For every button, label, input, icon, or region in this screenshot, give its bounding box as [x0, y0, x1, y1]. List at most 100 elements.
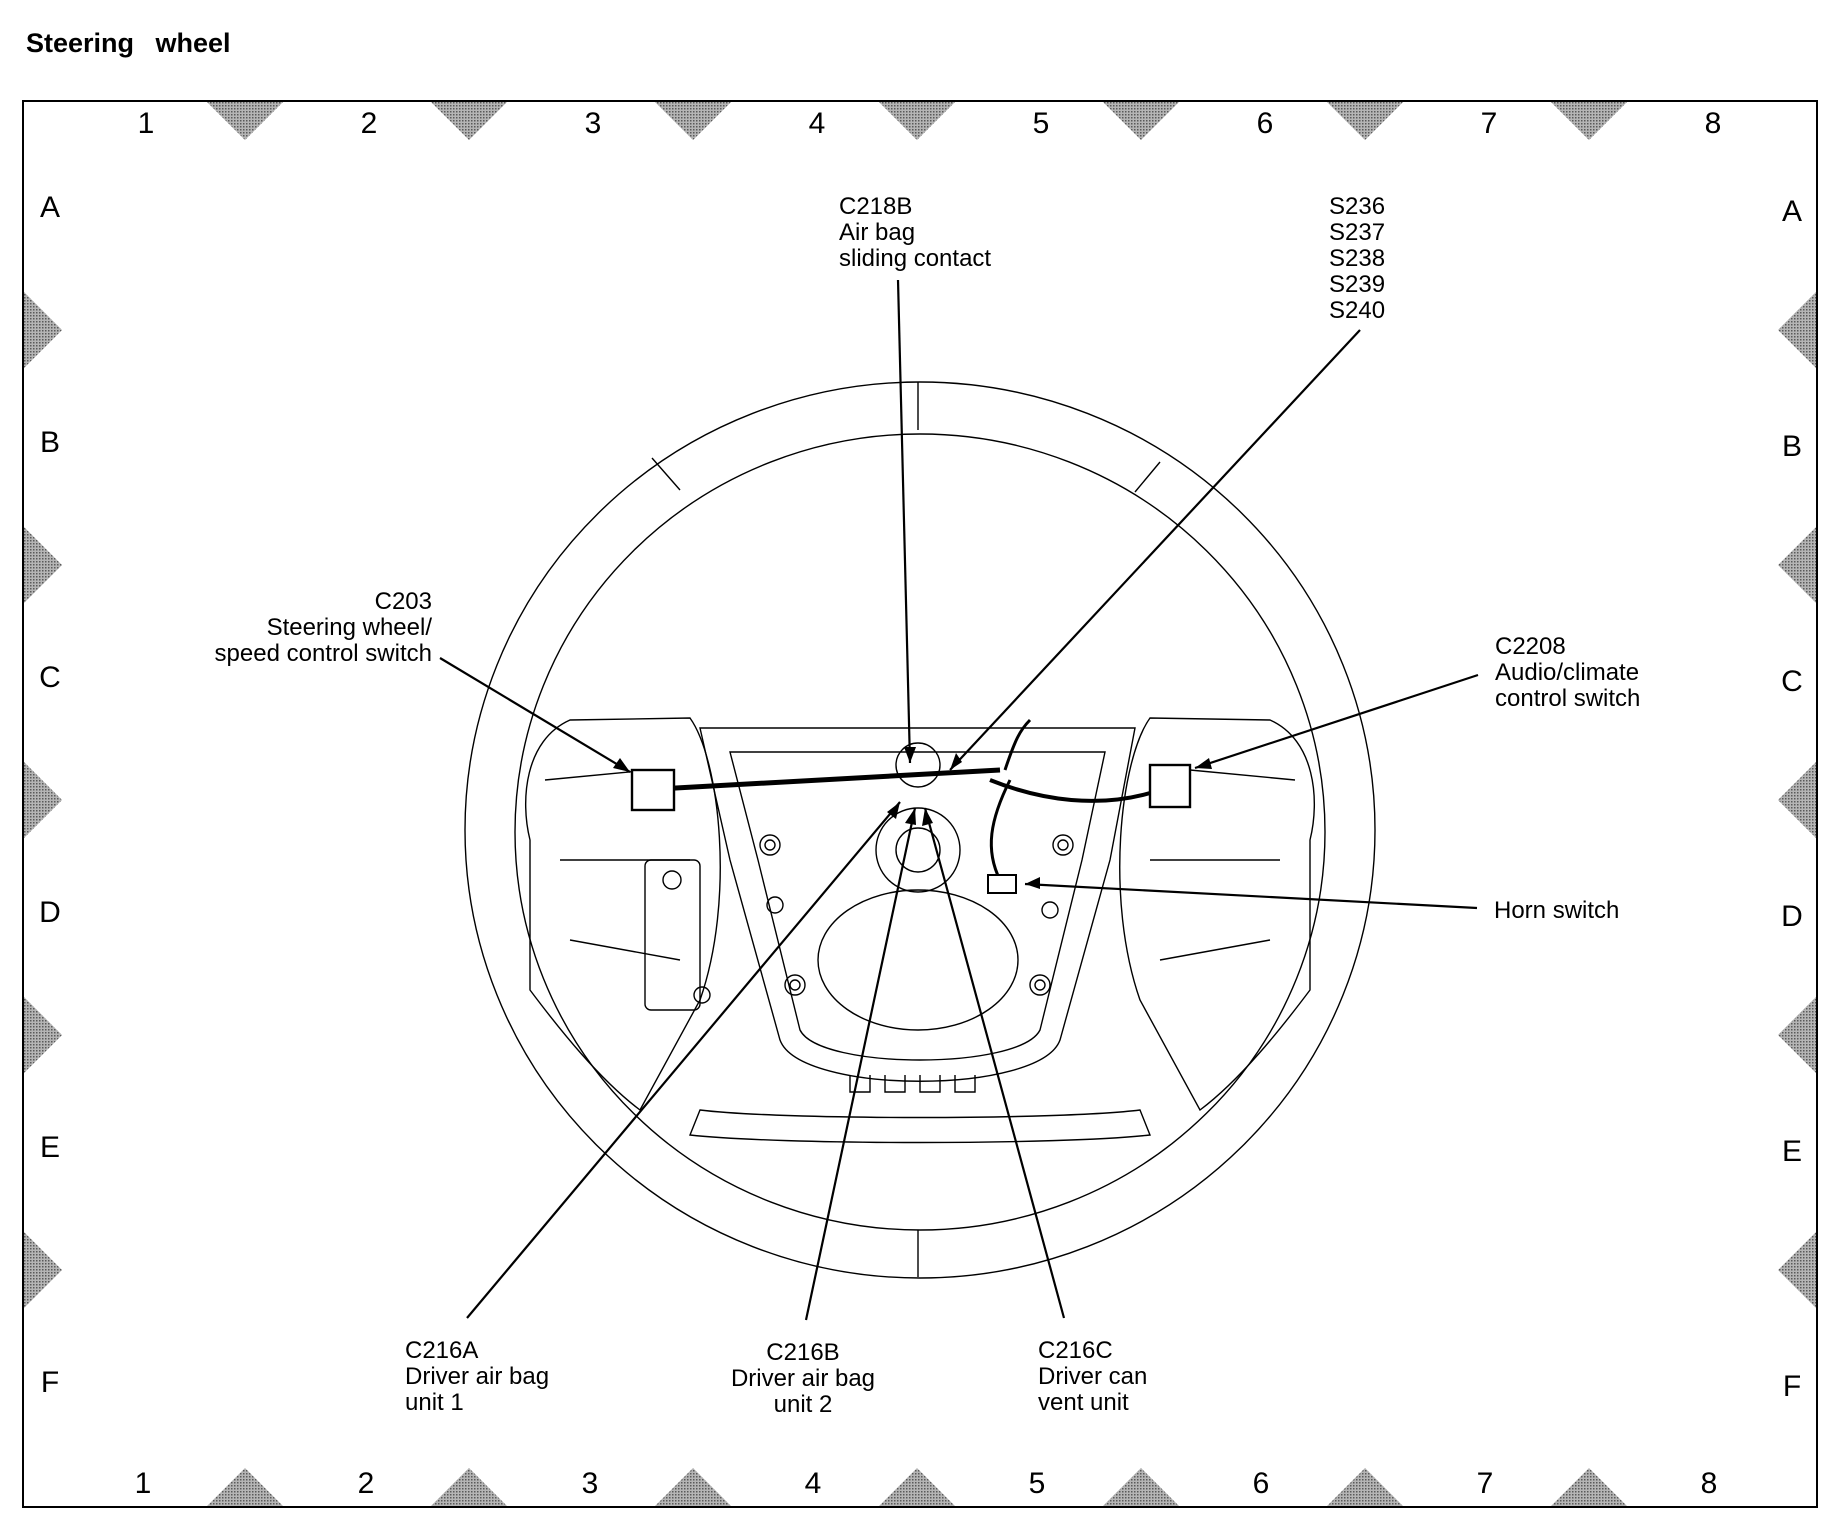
splice-id: S236 — [1329, 193, 1385, 220]
sliding-contact — [895, 742, 941, 788]
col-label: 4 — [809, 107, 826, 140]
callout-line: vent unit — [1038, 1389, 1129, 1416]
grid-marker-bottom — [431, 1468, 507, 1506]
col-label: 2 — [358, 1467, 375, 1500]
callout-labels: C218B Air bag sliding contact S236 S237 … — [215, 193, 1641, 1418]
callout-line: speed control switch — [215, 640, 432, 667]
row-label: F — [41, 1366, 59, 1399]
grid-marker-bottom — [1327, 1468, 1403, 1506]
page-title: Steering wheel — [26, 28, 231, 58]
col-label: 1 — [138, 107, 155, 140]
grid-marker-top — [879, 102, 955, 140]
splice-id: S239 — [1329, 271, 1385, 298]
leader-c216c — [923, 807, 1066, 1319]
grid-marker-left — [24, 997, 62, 1073]
callout-line: control switch — [1495, 685, 1640, 712]
grid-marker-bottom — [1551, 1468, 1627, 1506]
callout-id: Horn switch — [1494, 897, 1619, 924]
grid-marker-left — [24, 292, 62, 368]
center-hub-inner — [729, 751, 1106, 1061]
callout-id: C203 — [375, 588, 432, 615]
grid-marker-right — [1778, 762, 1816, 838]
connector-c2208 — [1148, 763, 1192, 809]
center-boss-inner — [895, 827, 941, 873]
center-hub-outline — [699, 727, 1136, 1082]
lower-spoke — [689, 1109, 1151, 1144]
col-label: 4 — [805, 1467, 822, 1500]
callout-c2208: C2208 Audio/climate control switch — [1495, 633, 1640, 712]
col-label: 3 — [582, 1467, 599, 1500]
grid-marker-left — [24, 527, 62, 603]
leader-c216a — [466, 801, 901, 1319]
callout-c203: C203 Steering wheel/ speed control switc… — [215, 588, 433, 667]
grid-marker-top — [655, 102, 731, 140]
col-label: 2 — [361, 107, 378, 140]
row-label: C — [1781, 665, 1803, 698]
callout-line: Steering wheel/ — [267, 614, 433, 641]
col-label: 8 — [1701, 1467, 1718, 1500]
callout-c218b: C218B Air bag sliding contact — [839, 193, 991, 272]
callout-id: C2208 — [1495, 633, 1566, 660]
steering-wheel-drawing — [464, 381, 1376, 1279]
center-boss-outer — [875, 807, 961, 893]
row-label: E — [40, 1131, 60, 1164]
col-label: 8 — [1705, 107, 1722, 140]
callout-line: Air bag — [839, 219, 915, 246]
row-label: A — [1782, 195, 1802, 228]
splice-id: S240 — [1329, 297, 1385, 324]
connector-horn — [987, 874, 1017, 894]
row-labels-left: A B C D E F — [39, 191, 61, 1399]
arrowheads — [613, 747, 1212, 889]
row-label: C — [39, 661, 61, 694]
column-labels-bottom: 1 2 3 4 5 6 7 8 — [135, 1467, 1718, 1500]
row-label: B — [1782, 430, 1802, 463]
grid-marker-top — [1103, 102, 1179, 140]
grid-marker-right — [1778, 1232, 1816, 1308]
callout-line: Driver can — [1038, 1363, 1147, 1390]
callout-splices: S236 S237 S238 S239 S240 — [1329, 193, 1385, 324]
callout-c216a: C216A Driver air bag unit 1 — [405, 1337, 549, 1416]
grid-marker-bottom — [207, 1468, 283, 1506]
callout-line: unit 1 — [405, 1389, 464, 1416]
callout-line: sliding contact — [839, 245, 991, 272]
rim-seam — [651, 382, 1161, 1277]
row-label: A — [40, 191, 60, 224]
hub-bottom-tabs — [849, 1075, 976, 1093]
grid-marker-bottom — [655, 1468, 731, 1506]
wire-harness-right — [989, 778, 1161, 803]
col-label: 7 — [1477, 1467, 1494, 1500]
callout-id: C218B — [839, 193, 912, 220]
grid-marker-top — [1551, 102, 1627, 140]
col-label: 7 — [1481, 107, 1498, 140]
leader-c203 — [439, 657, 631, 773]
grid-marker-right — [1778, 527, 1816, 603]
grid-marker-top — [431, 102, 507, 140]
col-label: 6 — [1257, 107, 1274, 140]
col-label: 1 — [135, 1467, 152, 1500]
column-labels-top: 1 2 3 4 5 6 7 8 — [138, 107, 1722, 140]
wire-horn — [989, 779, 1012, 881]
grid-marker-bottom — [879, 1468, 955, 1506]
leader-c218b — [896, 279, 912, 764]
callout-c216c: C216C Driver can vent unit — [1038, 1337, 1147, 1416]
leader-c2208 — [1194, 673, 1479, 770]
row-label: F — [1783, 1370, 1801, 1403]
leader-horn — [1024, 882, 1478, 910]
col-label: 5 — [1033, 107, 1050, 140]
grid-marker-top — [207, 102, 283, 140]
callout-line: unit 2 — [774, 1391, 833, 1418]
left-spoke — [525, 717, 721, 1112]
callout-id: C216A — [405, 1337, 478, 1364]
wheel-rim-inner — [514, 433, 1326, 1231]
grid-marker-bottom — [1103, 1468, 1179, 1506]
right-spoke — [1119, 717, 1315, 1112]
left-switch-bolt — [662, 870, 682, 890]
row-label: D — [39, 896, 61, 929]
callout-c216b: C216B Driver air bag unit 2 — [731, 1339, 875, 1418]
wire-harness-main — [639, 767, 1001, 793]
grid-markers — [24, 102, 1816, 1506]
row-labels-right: A B C D E F — [1781, 195, 1803, 1403]
col-label: 5 — [1029, 1467, 1046, 1500]
callout-horn: Horn switch — [1494, 897, 1619, 924]
